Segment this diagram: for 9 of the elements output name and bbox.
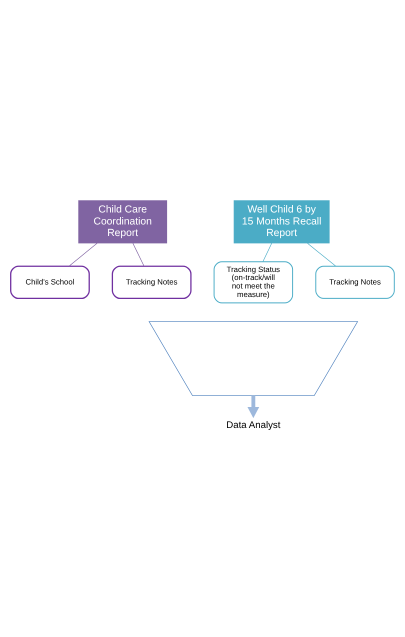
node-funnel bbox=[148, 320, 358, 396]
node-text: Data Analyst bbox=[226, 420, 280, 431]
arrow bbox=[247, 395, 260, 418]
connector bbox=[132, 242, 144, 266]
connector bbox=[307, 242, 336, 266]
node-box: Child Care Coordination Report bbox=[78, 200, 168, 243]
connector bbox=[68, 242, 98, 266]
node-box: Well Child 6 by 15 Months Recall Report bbox=[234, 200, 330, 243]
connector bbox=[262, 242, 272, 262]
